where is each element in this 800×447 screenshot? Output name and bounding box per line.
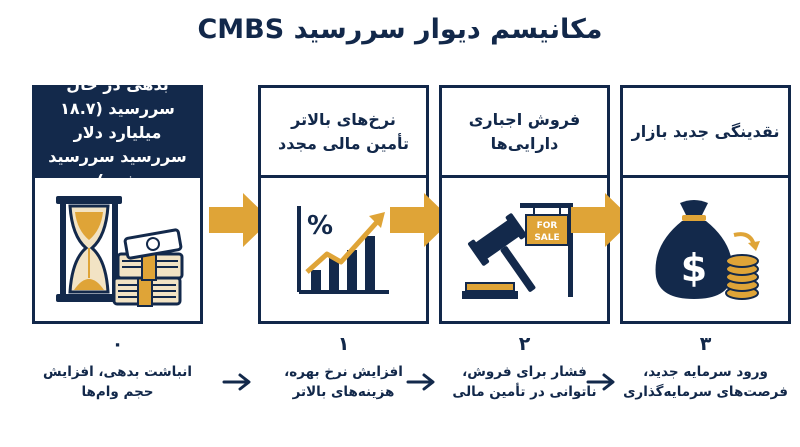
step-description: افزایش نرخ بهره، هزینه‌های بالاتر: [284, 364, 403, 400]
step-card-label: فروش اجباری دارایی‌ها: [442, 88, 607, 178]
step-number: ۰: [111, 333, 124, 355]
small-arrow-icon: [222, 373, 251, 391]
step-card-liquidity: نقدینگی جدید بازار $: [620, 85, 791, 324]
small-arrow-icon: [586, 373, 615, 391]
flow-arrow: [571, 193, 633, 247]
svg-text:$: $: [680, 246, 706, 290]
for-sale-sign-text: FOR: [536, 221, 557, 231]
step-card-label: بدهی در حال سررسید (۱۸.۷ میلیارد دلار سر…: [35, 75, 200, 190]
step-description: فشار برای فروش، ناتوانی در تأمین مالی: [452, 364, 597, 400]
step-card-debt: بدهی در حال سررسید (۱۸.۷ میلیارد دلار سر…: [32, 75, 203, 324]
step-description: انباشت بدهی، افزایش حجم وام‌ها: [43, 364, 192, 400]
step-card-label: نرخ‌های بالاتر تأمین مالی مجدد: [261, 88, 426, 178]
gavel-for-sale-icon: FOR SALE: [461, 202, 573, 299]
money-bag-coins-icon: $: [655, 199, 760, 300]
page-title: مکانیسم دیوار سررسید CMBS: [197, 14, 603, 45]
step-number: ۲: [518, 333, 531, 355]
flow-arrow: [209, 193, 271, 247]
step-card-label: نقدینگی جدید بازار: [623, 88, 788, 178]
rising-percent-chart-icon: %: [296, 205, 389, 294]
step-description: ورود سرمایه جدید، فرصت‌های سرمایه‌گذاری: [623, 364, 788, 400]
step-number: ۳: [699, 333, 712, 355]
small-arrow-icon: [406, 373, 435, 391]
svg-text:SALE: SALE: [534, 233, 559, 243]
hourglass-money-icon: [55, 195, 183, 307]
flow-arrow: [390, 193, 452, 247]
svg-text:%: %: [307, 211, 333, 241]
step-number: ۱: [337, 333, 350, 355]
